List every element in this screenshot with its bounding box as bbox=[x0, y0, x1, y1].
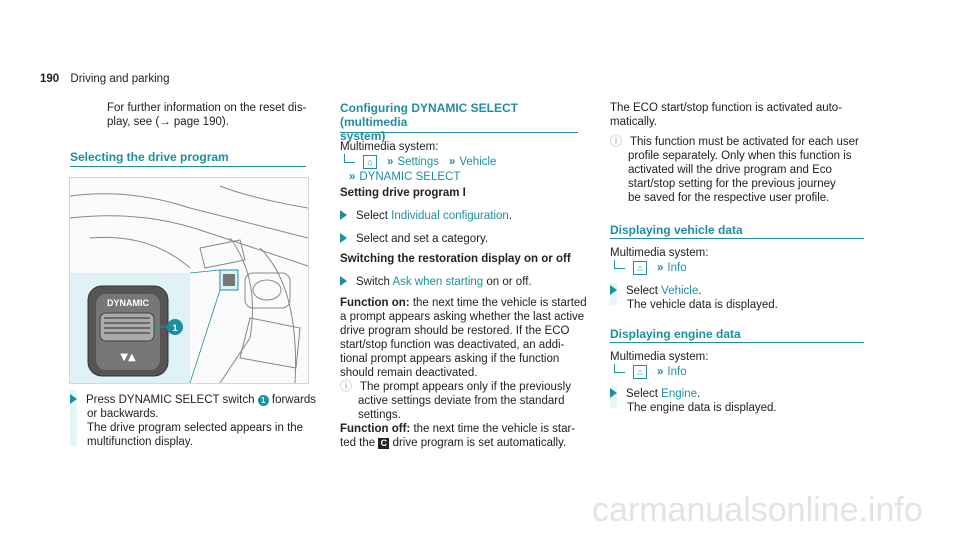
nav-path-line1: ⌂»Settings»Vehicle bbox=[344, 154, 497, 169]
home-icon[interactable]: ⌂ bbox=[363, 155, 377, 169]
step-select-category: Select and set a category. bbox=[340, 232, 488, 246]
figure-arrows: ▼▲ bbox=[120, 352, 136, 363]
chevron-icon: » bbox=[448, 156, 456, 168]
home-icon[interactable]: ⌂ bbox=[633, 261, 647, 275]
sub-heading-restoration: Switching the restoration display on or … bbox=[340, 253, 571, 265]
watermark: carmanualsonline.info bbox=[592, 491, 923, 529]
badge-icon: 1 bbox=[257, 395, 269, 406]
nav-dynamic-select[interactable]: DYNAMIC SELECT bbox=[359, 171, 461, 183]
page-header: 190 Driving and parking bbox=[40, 72, 169, 86]
engine-link[interactable]: Engine bbox=[661, 388, 697, 400]
heading-rule bbox=[70, 166, 306, 167]
heading-rule bbox=[340, 132, 578, 133]
engine-data-desc: The engine data is displayed. bbox=[627, 402, 777, 414]
ask-when-starting-link[interactable]: Ask when starting bbox=[392, 276, 484, 288]
intro-text: For further information on the reset dis… bbox=[107, 101, 327, 129]
ms-label: Multimedia system: bbox=[610, 247, 709, 259]
step-press-switch: Press DYNAMIC SELECT switch 1 forwards bbox=[70, 393, 320, 407]
step-bar bbox=[70, 390, 77, 446]
console-illustration: 1 DYNAMIC ▼▲ bbox=[70, 185, 308, 383]
step-select-engine: Select Engine. bbox=[610, 387, 700, 401]
nav-path-engine: ⌂ »Info bbox=[614, 364, 687, 379]
info-icon: ⓘ bbox=[340, 379, 353, 393]
vehicle-data-desc: The vehicle data is displayed. bbox=[627, 299, 778, 311]
individual-config-link[interactable]: Individual configuration bbox=[391, 210, 509, 222]
chevron-icon: » bbox=[349, 171, 356, 183]
page-number: 190 bbox=[40, 73, 60, 85]
figure-badge: 1 bbox=[172, 323, 177, 333]
step-arrow-icon bbox=[340, 210, 347, 220]
hook-icon bbox=[614, 364, 625, 373]
hook-icon bbox=[614, 260, 625, 269]
vehicle-link[interactable]: Vehicle bbox=[661, 285, 699, 297]
comfort-c-icon: C bbox=[378, 438, 390, 449]
heading-rule bbox=[610, 238, 864, 239]
step-arrow-icon bbox=[610, 388, 617, 398]
chevron-icon: » bbox=[657, 366, 664, 378]
step-switch-ask: Switch Ask when starting on or off. bbox=[340, 275, 532, 289]
ms-label: Multimedia system: bbox=[340, 141, 439, 153]
figure-button-label: DYNAMIC bbox=[107, 298, 149, 308]
step-arrow-icon bbox=[70, 394, 77, 404]
step-arrow-icon bbox=[340, 276, 347, 286]
chevron-icon: » bbox=[387, 156, 394, 168]
nav-info[interactable]: Info bbox=[667, 366, 687, 378]
engine-data-heading: Displaying engine data bbox=[610, 327, 741, 341]
config-heading: Configuring DYNAMIC SELECT (multimedia s… bbox=[340, 101, 518, 143]
function-on-text: Function on: the next time the vehicle i… bbox=[340, 297, 587, 379]
figure-dynamic-select: 1 DYNAMIC ▼▲ bbox=[69, 177, 309, 384]
section-heading: Selecting the drive program bbox=[70, 150, 229, 164]
nav-path-line2: »DYNAMIC SELECT bbox=[349, 170, 460, 184]
nav-settings[interactable]: Settings bbox=[397, 156, 439, 168]
step-select-individual: Select Individual configuration. bbox=[340, 209, 512, 223]
nav-vehicle[interactable]: Vehicle bbox=[459, 156, 497, 168]
function-off-text: Function off: the next time the vehicle … bbox=[340, 423, 576, 449]
step-arrow-icon bbox=[340, 233, 347, 243]
step-arrow-icon bbox=[610, 285, 617, 295]
step-text: or backwards. The drive program selected… bbox=[87, 408, 304, 448]
heading-rule bbox=[610, 342, 864, 343]
nav-info[interactable]: Info bbox=[667, 262, 687, 274]
ms-label: Multimedia system: bbox=[610, 351, 709, 363]
intro-line: play, see (→ page 190). bbox=[107, 116, 229, 128]
sub-heading-setting: Setting drive program I bbox=[340, 187, 466, 199]
vehicle-data-heading: Displaying vehicle data bbox=[610, 223, 743, 237]
intro-line: For further information on the reset dis… bbox=[107, 102, 307, 114]
info-icon: ⓘ bbox=[610, 134, 623, 148]
chevron-icon: » bbox=[657, 262, 664, 274]
nav-path-vehicle: ⌂ »Info bbox=[614, 260, 687, 275]
eco-text: The ECO start/stop function is activated… bbox=[610, 102, 843, 128]
home-icon[interactable]: ⌂ bbox=[633, 365, 647, 379]
step-select-vehicle: Select Vehicle. bbox=[610, 284, 701, 298]
section-title: Driving and parking bbox=[70, 73, 170, 85]
hook-icon bbox=[344, 154, 355, 163]
